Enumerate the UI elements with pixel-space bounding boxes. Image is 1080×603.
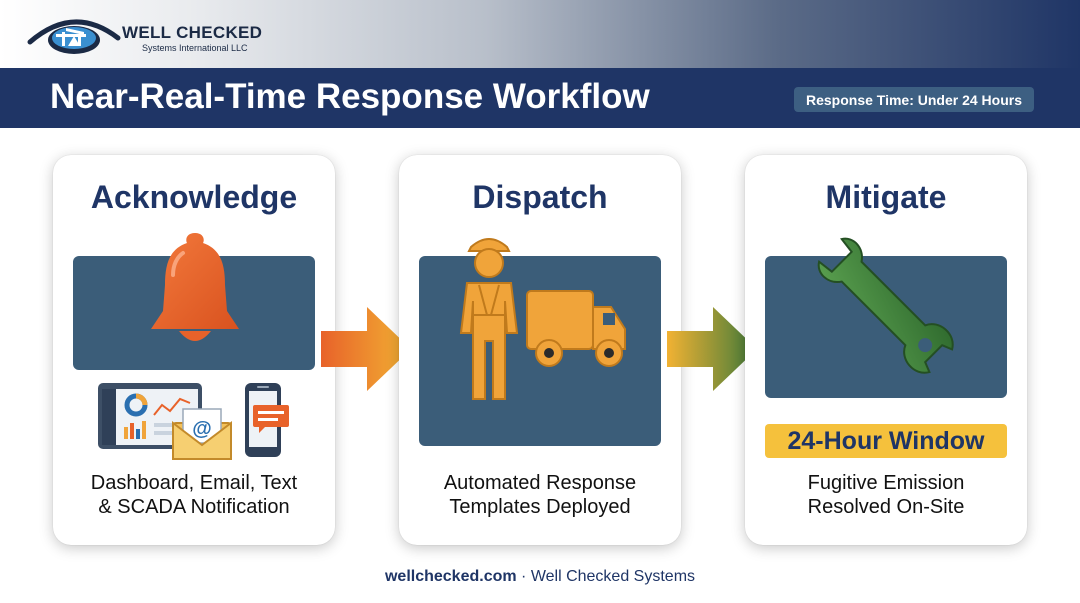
wrench-icon (817, 237, 954, 374)
description-line: Fugitive Emission (807, 472, 965, 494)
arrow-right-icon (667, 307, 757, 391)
company-logo[interactable]: WELL CHECKED Systems International LLC (26, 10, 286, 60)
description-line: Templates Deployed (449, 496, 631, 518)
description-line: Automated Response (443, 472, 637, 494)
svg-text:@: @ (192, 418, 212, 440)
footer: wellchecked.com · Well Checked Systems (0, 568, 1080, 586)
arrow-right-icon (321, 307, 411, 391)
brand-subtitle: Systems International LLC (142, 43, 248, 53)
step-description: Dashboard, Email, Text & SCADA Notificat… (53, 471, 335, 519)
description-line: & SCADA Notification (98, 496, 290, 518)
footer-site-link[interactable]: wellchecked.com (384, 568, 517, 585)
description-line: Dashboard, Email, Text (90, 472, 298, 494)
top-bar: WELL CHECKED Systems International LLC (0, 0, 1080, 68)
logo-mark-icon (27, 19, 121, 54)
phone-chat-icon (245, 383, 289, 457)
response-time-badge: Response Time: Under 24 Hours (794, 87, 1034, 112)
step-card-dispatch: Dispatch Automated Response Templates De… (399, 155, 681, 545)
page-title: Near-Real-Time Response Workflow (50, 77, 650, 116)
footer-separator: · (516, 568, 531, 585)
footer-company: Well Checked Systems (530, 568, 696, 585)
title-bar: Near-Real-Time Response Workflow Respons… (0, 68, 1080, 128)
step-title: Acknowledge (90, 179, 298, 215)
step-title: Dispatch (472, 179, 608, 215)
step-title: Mitigate (825, 179, 947, 215)
description-line: Resolved On-Site (807, 496, 965, 518)
step-card-mitigate: Mitigate 24-Hour Window Fugitive Emissio… (745, 155, 1027, 545)
step-description: Automated Response Templates Deployed (399, 471, 681, 519)
step-description: Fugitive Emission Resolved On-Site (745, 471, 1027, 519)
brand-name: WELL CHECKED (122, 23, 263, 42)
step-card-acknowledge: Acknowledge @ (53, 155, 335, 545)
worker-truck-icon (459, 238, 626, 400)
time-window-label: 24-Hour Window (765, 424, 1007, 458)
bell-icon (151, 233, 239, 341)
email-icon: @ (172, 408, 232, 460)
